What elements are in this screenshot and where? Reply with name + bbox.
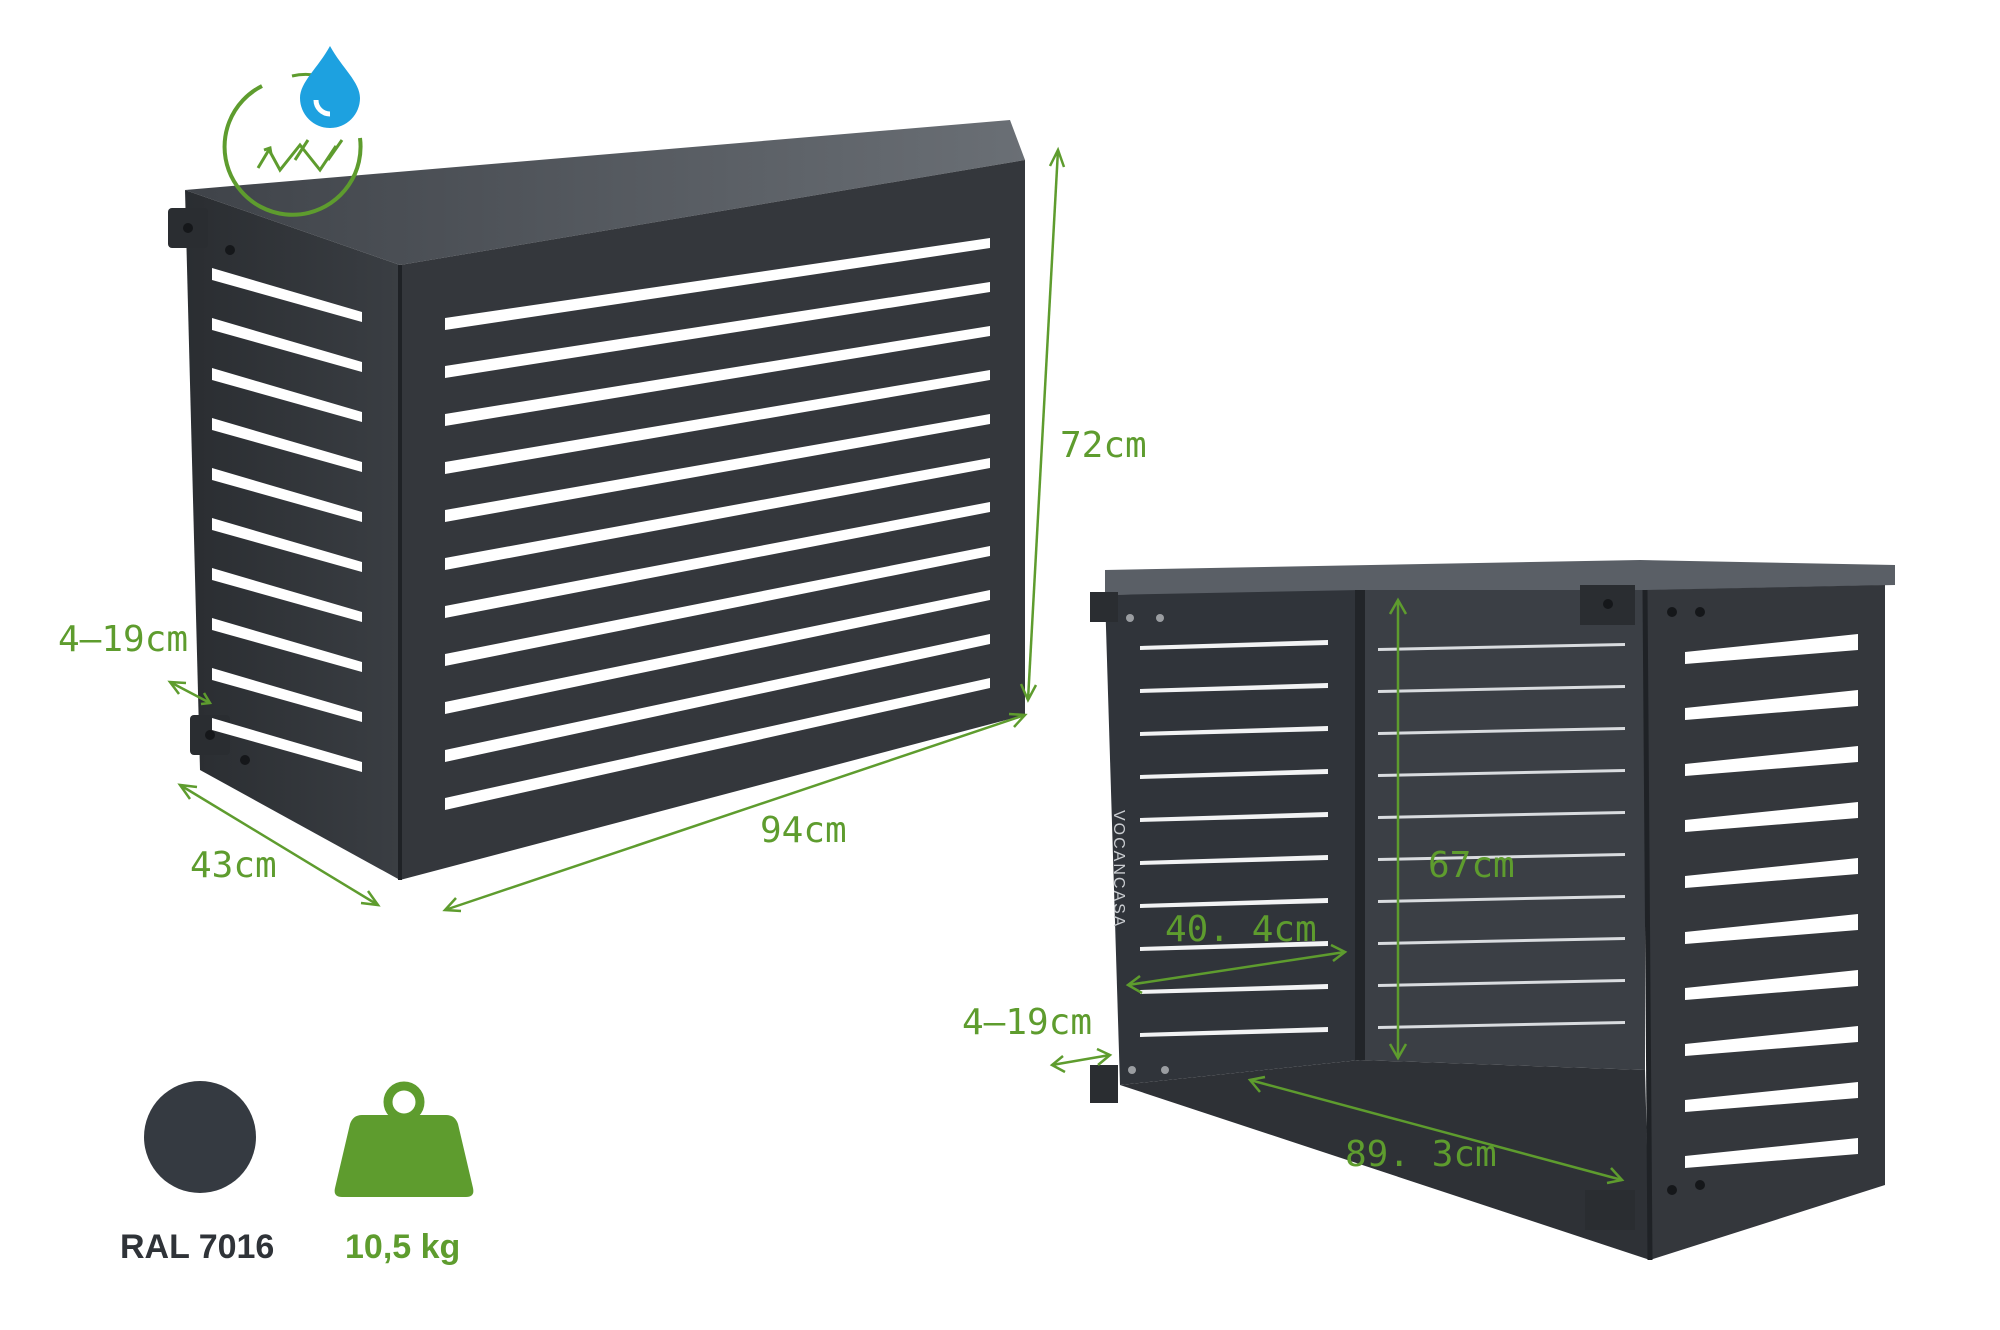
cabinet-front-panel xyxy=(400,160,1025,880)
front-louvre-gap xyxy=(445,458,990,570)
dim-inner-feet-line xyxy=(1051,1053,1111,1067)
front-louvre-gap xyxy=(445,502,990,618)
dim-width-line xyxy=(444,713,1026,912)
inner-right-louvre-gap xyxy=(1685,858,1858,888)
inner-back-panel xyxy=(1360,590,1645,1070)
front-view-cabinet xyxy=(168,120,1025,880)
front-louvre-gap xyxy=(445,282,990,378)
water-resistant-badge-icon xyxy=(222,46,363,217)
inner-left-louvre-gap xyxy=(1140,726,1328,736)
inner-back-louvre-gap xyxy=(1378,853,1625,861)
dim-height-label: 72cm xyxy=(1060,425,1147,466)
dim-inner-depth-label: 40. 4cm xyxy=(1165,909,1317,950)
inner-left-louvre-gap xyxy=(1140,898,1328,908)
dim-depth-line xyxy=(179,783,379,907)
inner-left-louvre-gap xyxy=(1140,1027,1328,1037)
inner-left-louvre-gap xyxy=(1140,984,1328,994)
inner-right-louvre-gap xyxy=(1685,1138,1858,1168)
dim-inner-feet-label: 4–19cm xyxy=(962,1002,1093,1043)
inner-left-panel xyxy=(1105,590,1360,1085)
inner-right-louvre-gap xyxy=(1685,1082,1858,1112)
cabinet-top xyxy=(185,120,1025,265)
inner-left-louvre-gap xyxy=(1140,941,1328,951)
inner-back-louvre-gap xyxy=(1378,643,1625,651)
inner-left-louvre-gap xyxy=(1140,640,1328,650)
inner-back-louvre-gap xyxy=(1378,979,1625,987)
side-louvre-gap xyxy=(212,418,362,472)
front-louvre-gap xyxy=(445,546,990,666)
inner-right-louvre-gap xyxy=(1685,690,1858,720)
front-louvre-gap xyxy=(445,414,990,522)
dim-width-label: 94cm xyxy=(760,810,847,851)
dim-feet-label: 4–19cm xyxy=(58,619,189,660)
inner-right-louvre-gap xyxy=(1685,746,1858,776)
inner-left-louvre-gap xyxy=(1140,683,1328,693)
inner-back-louvre-gap xyxy=(1378,769,1625,777)
dim-inner-width-label: 89. 3cm xyxy=(1345,1134,1497,1175)
side-louvre-group xyxy=(212,268,362,772)
color-swatch-icon xyxy=(144,1081,256,1193)
dim-inner-depth-line xyxy=(1127,950,1346,987)
side-louvre-gap xyxy=(212,268,362,322)
front-louvre-group xyxy=(445,238,990,810)
side-louvre-gap xyxy=(212,518,362,572)
inner-back-louvre-group xyxy=(1378,643,1625,1029)
side-louvre-gap xyxy=(212,718,362,772)
front-louvre-gap xyxy=(445,678,990,810)
inner-view-cabinet xyxy=(1090,560,1895,1261)
inner-left-louvre-gap xyxy=(1140,812,1328,822)
side-louvre-gap xyxy=(212,318,362,372)
side-louvre-gap xyxy=(212,468,362,522)
dimension-lines xyxy=(167,146,1625,1185)
inner-right-louvre-gap xyxy=(1685,634,1858,664)
inner-right-louvre-gap xyxy=(1685,1026,1858,1056)
inner-back-louvre-gap xyxy=(1378,685,1625,693)
inner-left-louvre-gap xyxy=(1140,769,1328,779)
inner-back-louvre-gap xyxy=(1378,937,1625,945)
inner-right-louvre-gap xyxy=(1685,802,1858,832)
weight-label: 10,5 kg xyxy=(345,1228,461,1266)
inner-right-louvre-group xyxy=(1685,634,1858,1168)
inner-back-louvre-gap xyxy=(1378,727,1625,735)
inner-bottom xyxy=(1120,1060,1650,1260)
dim-inner-width-line xyxy=(1249,1078,1623,1182)
dim-height-line xyxy=(1026,149,1060,701)
dim-inner-height-label: 67cm xyxy=(1428,845,1515,886)
dim-depth-label: 43cm xyxy=(190,845,277,886)
side-louvre-gap xyxy=(212,618,362,672)
brand-stamp: VOCANCASA xyxy=(1110,810,1127,928)
inner-left-louvre-gap xyxy=(1140,855,1328,865)
inner-right-louvre-gap xyxy=(1685,970,1858,1000)
color-label: RAL 7016 xyxy=(120,1228,275,1266)
inner-cabinet-top xyxy=(1105,560,1895,595)
inner-back-louvre-gap xyxy=(1378,895,1625,903)
inner-left-louvre-group xyxy=(1140,640,1328,1037)
dim-feet-line xyxy=(169,680,211,705)
front-louvre-gap xyxy=(445,634,990,762)
front-louvre-gap xyxy=(445,238,990,330)
inner-right-louvre-gap xyxy=(1685,914,1858,944)
side-louvre-gap xyxy=(212,668,362,722)
front-louvre-gap xyxy=(445,370,990,474)
side-louvre-gap xyxy=(212,568,362,622)
weight-icon xyxy=(334,1081,474,1197)
front-louvre-gap xyxy=(445,590,990,714)
front-louvre-gap xyxy=(445,326,990,426)
inner-back-louvre-gap xyxy=(1378,811,1625,819)
side-louvre-gap xyxy=(212,368,362,422)
inner-back-louvre-gap xyxy=(1378,1021,1625,1029)
